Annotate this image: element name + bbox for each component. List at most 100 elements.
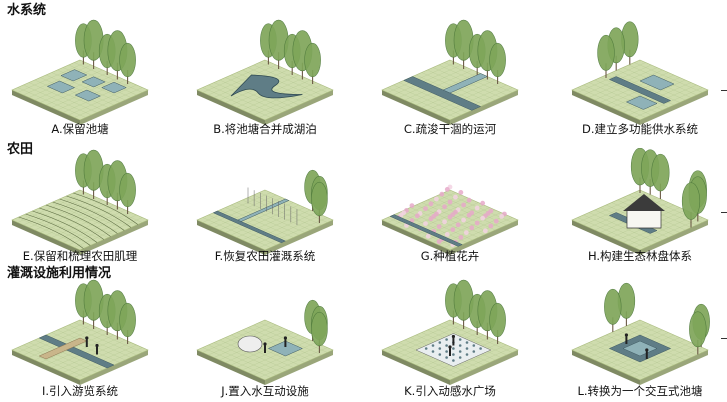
grid-line — [577, 87, 646, 118]
section-title-farmland: 农田 — [7, 142, 34, 157]
fountain-jet — [452, 359, 455, 362]
flower-clump — [455, 222, 461, 228]
fountain-jet — [465, 347, 469, 350]
grid-line — [444, 347, 513, 378]
fountain-jet — [424, 347, 428, 350]
flower-clump — [444, 187, 450, 192]
tree — [489, 42, 506, 78]
fountain-jet — [465, 341, 469, 344]
edge-tick — [721, 90, 727, 91]
grid-line — [444, 87, 513, 118]
tile-l-caption: L.转换为一个交互式池塘 — [577, 384, 703, 398]
fountain-jet — [445, 344, 448, 347]
grid-line — [387, 347, 456, 378]
pavilion — [237, 335, 263, 353]
fountain-jet — [458, 350, 462, 353]
flower-clump — [474, 205, 480, 211]
flower-clump — [488, 223, 494, 229]
stream — [389, 214, 463, 247]
grid-line — [393, 344, 462, 376]
grid-line — [17, 87, 86, 118]
tile-d-illustration — [571, 21, 709, 125]
flower-clump — [485, 211, 491, 216]
pond — [74, 89, 102, 102]
field-furrow — [59, 198, 125, 231]
grid-line — [259, 347, 328, 378]
grid-line — [583, 344, 652, 376]
tree — [651, 153, 670, 192]
grid-line — [23, 214, 92, 246]
tile-h-illustration — [571, 148, 709, 255]
slab-left-face — [197, 350, 265, 385]
fountain-jet — [452, 347, 455, 350]
tile-a: A.保留池塘 — [5, 18, 155, 136]
flower-clump — [401, 210, 407, 216]
field-furrow — [18, 216, 84, 249]
flower-clump — [480, 215, 486, 221]
flower-clump — [482, 228, 488, 234]
side-channel — [442, 73, 489, 94]
tile-j-caption: J.置入水互动设施 — [221, 384, 309, 398]
boardwalk — [38, 337, 88, 360]
flower-clump — [423, 206, 428, 211]
flower-clump — [453, 194, 458, 200]
fountain-jet — [438, 347, 442, 350]
flower-clump — [463, 230, 469, 235]
flower-clump — [447, 214, 453, 220]
fountain-jet — [431, 344, 435, 347]
flower-clump — [466, 212, 472, 218]
tile-a-caption: A.保留池塘 — [51, 122, 109, 136]
tree — [681, 182, 701, 220]
reservoir — [639, 74, 675, 91]
fountain-jet — [479, 347, 482, 350]
flower-clump — [480, 200, 486, 206]
flower-clump — [493, 218, 499, 224]
slab-left-face — [572, 350, 640, 385]
slab-right-face — [640, 220, 708, 255]
flower-clump — [461, 202, 466, 208]
person-head — [283, 336, 287, 340]
grid-line — [17, 347, 86, 378]
tile-k-caption: K.引入动感水广场 — [404, 384, 496, 398]
flower-clump — [434, 211, 439, 217]
flower-clump — [434, 196, 439, 202]
canal — [38, 334, 115, 369]
tree — [689, 311, 707, 348]
fountain-jet — [472, 344, 476, 347]
fountain-jet — [472, 350, 476, 353]
irrigation-channel — [237, 198, 290, 222]
field-furrow — [45, 204, 111, 237]
fountain-jet — [445, 350, 448, 353]
flower-clump — [444, 232, 450, 237]
flower-clump — [499, 214, 505, 219]
person-head — [624, 333, 628, 337]
pond — [46, 80, 76, 94]
grid-line — [393, 84, 462, 116]
grid-line — [634, 87, 703, 118]
tile-g-caption: G.种植花卉 — [420, 249, 480, 263]
fountain-jet — [438, 341, 442, 344]
tile-f-caption: F.恢复农田灌溉系统 — [214, 249, 316, 263]
fountain-jet — [452, 353, 455, 356]
grid-line — [577, 217, 646, 248]
slab-right-face — [80, 350, 148, 385]
tree — [311, 311, 328, 347]
flower-clump — [442, 219, 447, 225]
slab-right-face — [265, 220, 333, 255]
flower-clump — [425, 233, 431, 239]
grid-line — [583, 214, 652, 246]
slab-right-face — [450, 90, 518, 125]
canal — [403, 76, 482, 111]
fountain-jet — [465, 353, 469, 356]
slab-left-face — [197, 90, 265, 125]
flower-clump — [442, 204, 447, 210]
section-title-water-system: 水系统 — [7, 3, 47, 18]
tile-f: F.恢复农田灌溉系统 — [190, 148, 340, 263]
tile-b: B.将池塘合并成湖泊 — [190, 18, 340, 136]
flower-clump — [428, 201, 434, 207]
tile-c-caption: C.疏浚干涸的运河 — [403, 122, 497, 136]
field-furrow — [66, 195, 132, 228]
slab-left-face — [382, 90, 450, 125]
flower-clump — [436, 224, 442, 229]
tile-k: K.引入动感水广场 — [375, 278, 525, 398]
